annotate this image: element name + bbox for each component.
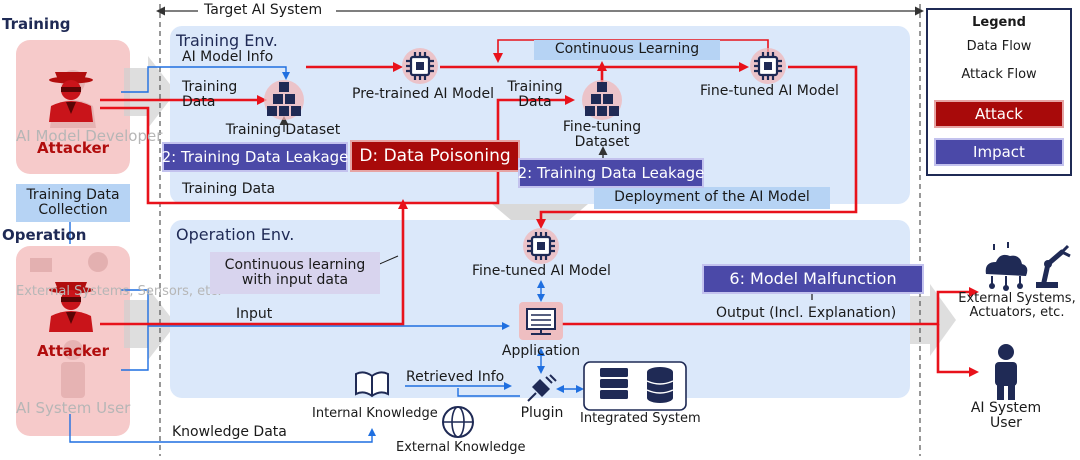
external-knowledge-globe-icon: [442, 406, 474, 438]
internal-knowledge-label: Internal Knowledge: [312, 406, 438, 421]
target-system-label: Target AI System: [204, 2, 323, 18]
plugin-label: Plugin: [520, 405, 564, 421]
ghost-ext-systems-label: External Systems, Sensors, etc.: [16, 284, 222, 299]
training-data-leakage-box-1: 2: Training Data Leakage: [162, 142, 348, 172]
application-server-icon: [519, 302, 563, 340]
training-section-label: Training: [2, 15, 71, 33]
pretrained-model-chip-icon: [402, 48, 438, 84]
application-label: Application: [501, 343, 581, 359]
data-flow-model-info: [121, 66, 290, 93]
server-rack-icon: [600, 368, 628, 399]
data-flow-external-knowledge: [457, 388, 520, 397]
attacker-training-label: Attacker: [36, 139, 110, 157]
finetuned-model-op-label: Fine-tuned AI Model: [472, 263, 611, 279]
external-knowledge-label: External Knowledge: [396, 440, 526, 455]
data-flow-operation-bracket: [121, 289, 149, 371]
model-malfunction-box: 6: Model Malfunction: [702, 264, 924, 294]
pretrained-model-label: Pre-trained AI Model: [352, 86, 495, 102]
attack-flow-input-poisoning: [100, 199, 408, 326]
gray-arrow-dev: [124, 56, 176, 128]
training-data-leakage-box-2: 2: Training Data Leakage: [518, 158, 704, 188]
finetuned-model-top-label: Fine-tuned AI Model: [700, 83, 839, 99]
database-icon: [646, 367, 674, 403]
operation-env-label: Operation Env.: [176, 225, 295, 244]
ghost-user-label: AI System User: [16, 399, 131, 417]
retrieved-info-label: Retrieved Info: [406, 369, 505, 385]
operation-model-chip-icon: [523, 228, 559, 264]
robot-arm-icon: [1036, 244, 1071, 288]
attack-flow-output-user: [936, 324, 979, 377]
data-flow-knowledge-data: [69, 414, 376, 443]
finetuning-dataset-icon: [582, 80, 622, 120]
plugin-icon: [527, 374, 557, 402]
legend-title: Legend: [972, 15, 1026, 30]
ai-system-user-icon: [995, 344, 1017, 400]
data-poisoning-box: D: Data Poisoning: [350, 140, 520, 172]
gray-arrow-output: [904, 284, 956, 356]
deployment-box: Deployment of the AI Model: [594, 187, 830, 209]
integrated-system-label: Integrated System: [580, 411, 701, 426]
legend-attack-box: Attack: [934, 100, 1064, 128]
cloud-network-icon: [985, 242, 1028, 291]
ai-model-info-label: AI Model Info: [182, 49, 274, 65]
input-label: Input: [236, 306, 273, 322]
ghost-developer-label: AI Model Developer: [16, 127, 163, 145]
knowledge-data-label: Knowledge Data: [172, 424, 287, 440]
attack-flow-output-systems: [562, 287, 979, 326]
finetuned-model-chip-icon: [750, 48, 786, 84]
internal-knowledge-book-icon: [355, 371, 389, 398]
ext-systems-ghost-icon: [30, 252, 108, 272]
operation-actors-ghost-box: [16, 246, 130, 436]
ai-system-user-label: AI System User: [970, 400, 1042, 432]
output-label: Output (Incl. Explanation): [716, 305, 897, 321]
training-data-bottom-label: Training Data: [182, 181, 276, 197]
legend-data-flow-label: Data Flow: [966, 39, 1032, 54]
continuous-learning-input-box: Continuous learning with input data: [210, 252, 380, 294]
finetuning-dataset-label: Fine-tuning Dataset: [562, 119, 642, 151]
attack-flow-finetuning-data: [100, 95, 575, 205]
training-data-label-1: Training Data: [182, 79, 238, 111]
training-dataset-label: Training Dataset: [225, 122, 341, 138]
legend-impact-box: Impact: [934, 138, 1064, 166]
attacker-operation-label: Attacker: [36, 342, 110, 360]
legend-attack-flow-label: Attack Flow: [961, 67, 1037, 82]
user-ghost-icon: [61, 340, 85, 398]
training-data-label-2: Training Data: [507, 79, 563, 111]
attack-flow-deployment: [536, 65, 858, 229]
continuous-learning-box: Continuous Learning: [534, 40, 720, 60]
training-env-label: Training Env.: [176, 31, 278, 50]
operation-section-label: Operation: [2, 226, 87, 244]
training-data-collection-box: Training Data Collection: [16, 184, 130, 222]
training-dataset-icon: [264, 80, 304, 120]
external-systems-label: External Systems, Actuators, etc.: [958, 291, 1076, 321]
